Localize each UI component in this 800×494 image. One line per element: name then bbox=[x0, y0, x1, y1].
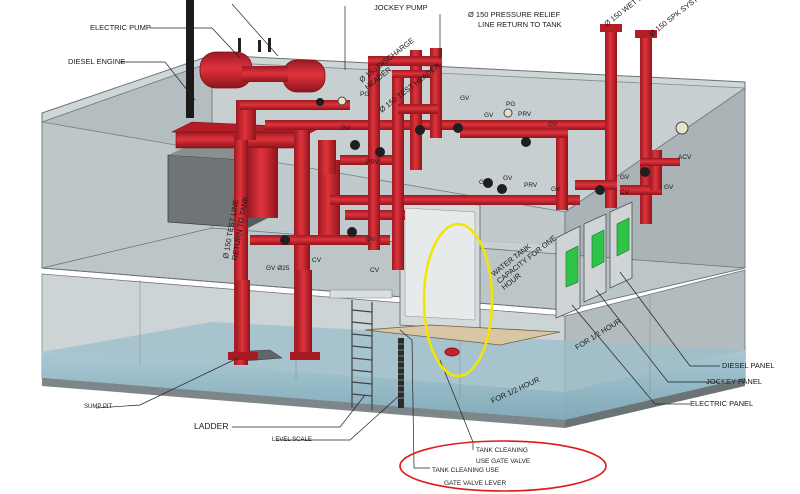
tag-cv-3: CV bbox=[620, 189, 630, 196]
label-ladder: LADDER bbox=[194, 421, 229, 431]
tag-prv-2: PRV bbox=[366, 159, 380, 166]
label-sump-pit: SUMP PIT bbox=[84, 404, 113, 410]
label-tank-cleaning-lever-1: TANK CLEANING USE bbox=[432, 467, 500, 474]
ladder-graphic bbox=[351, 300, 373, 410]
label-diesel-panel: DIESEL PANEL bbox=[722, 361, 775, 370]
label-electric-pump: ELECTRIC PUMP bbox=[90, 23, 151, 32]
label-tank-cleaning-lever-2: GATE VALVE LEVER bbox=[444, 480, 507, 487]
tag-gv-4: GV bbox=[341, 125, 351, 132]
tag-pg-1: PG bbox=[360, 91, 370, 98]
tag-gv-3: GV bbox=[548, 121, 558, 128]
pressure-gauges bbox=[337, 96, 689, 135]
label-tank-cleaning-gv-2: USE GATE VALVE bbox=[476, 458, 531, 465]
piping bbox=[170, 0, 680, 365]
level-scale-graphic bbox=[398, 338, 404, 408]
tag-cv-1: CV bbox=[370, 267, 380, 274]
tag-gv-5: GV bbox=[479, 179, 489, 186]
label-jockey-pump: JOCKEY PUMP bbox=[374, 3, 428, 12]
tag-gv-1: GV bbox=[460, 95, 470, 102]
tag-gv-8: GV bbox=[620, 174, 630, 181]
label-diesel-engine: DIESEL ENGINE bbox=[68, 57, 126, 66]
tag-cv-2: CV bbox=[312, 257, 322, 264]
tank-base bbox=[42, 378, 565, 428]
tank-cleaning-valve bbox=[444, 347, 460, 357]
label-electric-panel: ELECTRIC PANEL bbox=[690, 399, 754, 408]
valve-wheels bbox=[280, 98, 650, 245]
control-panels bbox=[555, 201, 633, 319]
label-level-scale: LEVEL SCALE bbox=[272, 437, 312, 443]
label-pressure-relief-2: LINE RETURN TO TANK bbox=[478, 20, 562, 29]
tag-gv-10: GV bbox=[366, 236, 376, 243]
highlight-yellow-circle bbox=[422, 222, 494, 378]
tag-pg-2: PG bbox=[506, 101, 516, 108]
label-pressure-relief-1: Ø 150 PRESSURE RELIEF bbox=[468, 10, 561, 19]
tag-prv-1: PRV bbox=[518, 111, 532, 118]
highlight-red-circle bbox=[399, 440, 607, 492]
tag-gv-9: GV bbox=[664, 184, 674, 191]
tag-gv-small: GV Ø25 bbox=[266, 265, 290, 272]
tag-gv-6: GV bbox=[503, 175, 513, 182]
tag-prv-3: PRV bbox=[524, 182, 538, 189]
tag-gv-7: GV bbox=[551, 186, 561, 193]
tag-acv: ACV bbox=[678, 154, 692, 161]
label-tank-cleaning-gv-1: TANK CLEANING bbox=[476, 447, 528, 454]
label-jockey-panel: JOCKEY PANEL bbox=[706, 377, 762, 386]
tag-gv-2: GV bbox=[484, 112, 494, 119]
